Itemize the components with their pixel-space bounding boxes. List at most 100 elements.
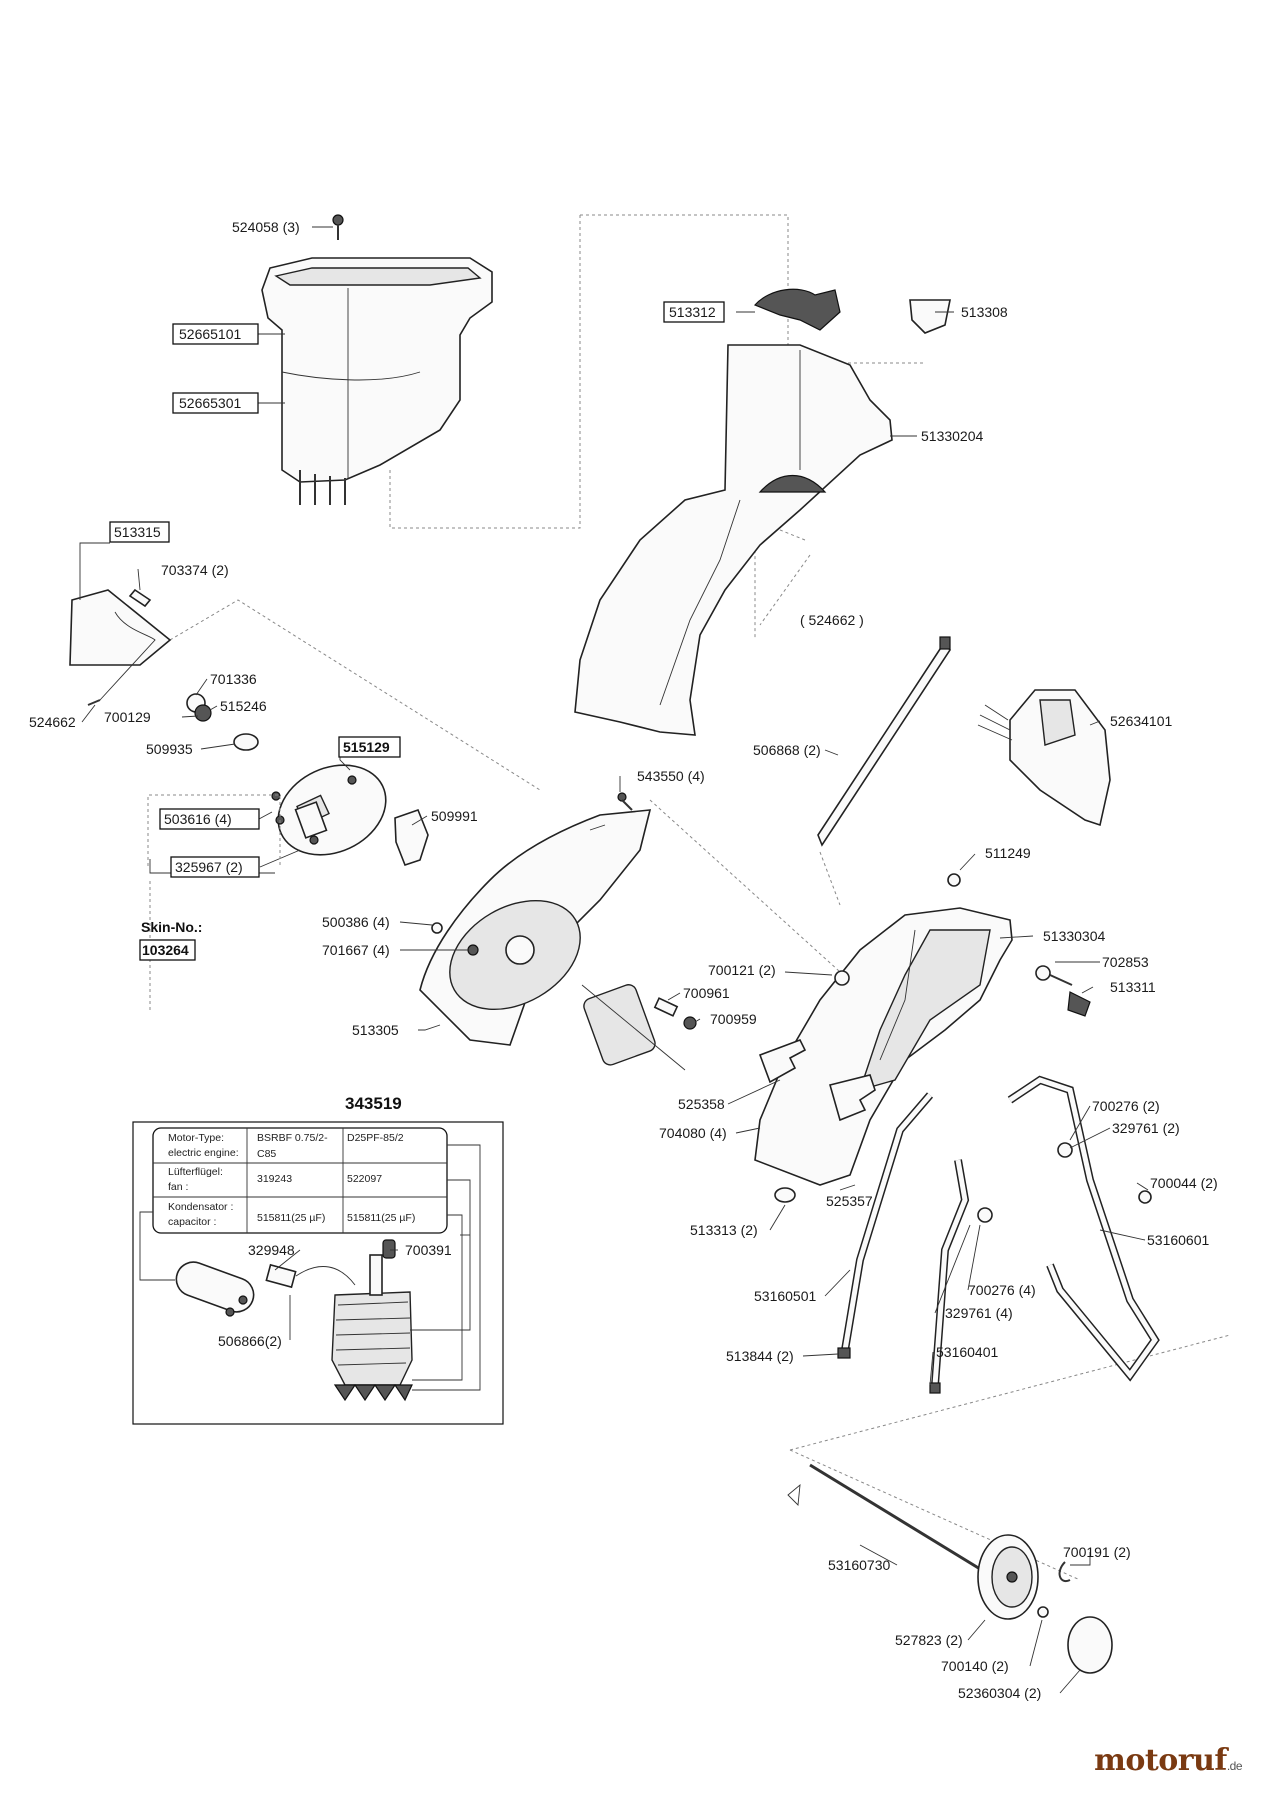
label-325967: 325967 (2)	[175, 859, 243, 875]
label-329948: 329948	[248, 1242, 295, 1258]
clip-700191-part	[1058, 1561, 1071, 1583]
housing-513305-part	[419, 809, 652, 1046]
label-700391: 700391	[405, 1242, 452, 1258]
brand-name: motoruf	[1094, 1743, 1227, 1778]
motor-type-label-en: electric engine:	[168, 1147, 239, 1159]
label-52665301: 52665301	[179, 395, 242, 411]
label-543550: 543550 (4)	[637, 768, 705, 784]
motor-stator-part	[331, 1254, 413, 1402]
nut-700121-part	[834, 970, 850, 986]
label-700959: 700959	[710, 1011, 757, 1027]
capacitor-label: Kondensator :	[168, 1201, 233, 1213]
nut-700959-part	[683, 1016, 697, 1030]
fan-700391-part	[382, 1239, 396, 1259]
motor-type-value-1b: C85	[257, 1148, 276, 1160]
label-52665101: 52665101	[179, 326, 242, 342]
flap-513312-part	[753, 288, 841, 331]
motor-box-connectors	[139, 1144, 481, 1391]
label-51330204: 51330204	[921, 428, 984, 444]
label-700044: 700044 (2)	[1150, 1175, 1218, 1191]
label-524662: 524662	[29, 714, 76, 730]
label-700129: 700129	[104, 709, 151, 725]
screw-500386-part	[431, 922, 443, 934]
label-702853: 702853	[1102, 954, 1149, 970]
label-700191: 700191 (2)	[1063, 1544, 1131, 1560]
label-frames	[109, 301, 725, 961]
label-525358: 525358	[678, 1096, 725, 1112]
clip-513308-part	[909, 299, 951, 334]
brand-tld: .de	[1226, 1759, 1243, 1773]
label-503616: 503616 (4)	[164, 811, 232, 827]
cable-506868-part	[817, 636, 951, 906]
motor-type-value-1a: BSRBF 0.75/2-	[257, 1132, 328, 1144]
knob-513311-part	[1035, 965, 1091, 1017]
frame-legs-part	[837, 1075, 1160, 1394]
label-513315: 513315	[114, 524, 161, 540]
label-513308: 513308	[961, 304, 1008, 320]
label-513844: 513844 (2)	[726, 1348, 794, 1364]
wheel-527823-part	[977, 1534, 1039, 1620]
label-701336: 701336	[210, 671, 257, 687]
motor-type-value-2: D25PF-85/2	[347, 1132, 404, 1144]
label-513312: 513312	[669, 304, 716, 320]
label-524662-paren: ( 524662 )	[800, 612, 864, 628]
capacitor-part	[175, 1261, 255, 1317]
terminal-329948-part	[265, 1263, 356, 1289]
label-700121: 700121 (2)	[708, 962, 776, 978]
label-513313: 513313 (2)	[690, 1222, 758, 1238]
label-515246: 515246	[220, 698, 267, 714]
label-700276b: 700276 (4)	[968, 1282, 1036, 1298]
hubcap-52360304-part	[1067, 1616, 1113, 1674]
label-506868: 506868 (2)	[753, 742, 821, 758]
label-525357: 525357	[826, 1193, 873, 1209]
axle-53160730-part	[787, 1463, 986, 1574]
blade-disc-part	[277, 764, 387, 856]
capacitor-label-en: capacitor :	[168, 1216, 216, 1228]
label-704080: 704080 (4)	[659, 1125, 727, 1141]
hopper-cover-pins	[299, 470, 346, 505]
screw-543550-part	[617, 792, 633, 811]
washer-509935-part	[233, 733, 259, 751]
label-53160601: 53160601	[1147, 1232, 1210, 1248]
nut-511249-part	[947, 873, 961, 887]
label-53160730: 53160730	[828, 1557, 891, 1573]
label-skin-no: Skin-No.:	[141, 919, 202, 935]
feed-chute-part	[574, 344, 893, 736]
fan-label-en: fan :	[168, 1181, 188, 1193]
main-body-part	[754, 907, 1013, 1186]
label-500386: 500386 (4)	[322, 914, 390, 930]
nut-700276-part	[977, 1142, 1073, 1223]
label-513305: 513305	[352, 1022, 399, 1038]
label-513311: 513311	[1110, 979, 1156, 995]
motor-type-label: Motor-Type:	[168, 1132, 224, 1144]
screw-703374-part	[128, 588, 152, 608]
nut-509991-part	[394, 808, 429, 866]
washer-700140-part	[1037, 1606, 1049, 1618]
label-700276a: 700276 (2)	[1092, 1098, 1160, 1114]
screw-700961-part	[653, 997, 679, 1017]
label-701667: 701667 (4)	[322, 942, 390, 958]
label-527823: 527823 (2)	[895, 1632, 963, 1648]
foot-513313-part	[774, 1187, 796, 1203]
label-343519: 343519	[345, 1094, 402, 1113]
switch-box-part	[977, 689, 1111, 827]
fan-value-2: 522097	[347, 1173, 382, 1185]
label-103264: 103264	[142, 942, 189, 958]
label-53160501: 53160501	[754, 1288, 817, 1304]
label-515129: 515129	[343, 739, 390, 755]
label-509991: 509991	[431, 808, 478, 824]
screw-700044-part	[1138, 1190, 1152, 1204]
label-511249: 511249	[985, 845, 1031, 861]
label-52360304: 52360304 (2)	[958, 1685, 1041, 1701]
label-53160401: 53160401	[936, 1344, 999, 1360]
fan-value-1: 319243	[257, 1173, 292, 1185]
label-329761a: 329761 (2)	[1112, 1120, 1180, 1136]
leader-lines	[79, 226, 1149, 1694]
label-700961: 700961	[683, 985, 730, 1001]
motor-kit-box	[132, 1121, 504, 1425]
knife-drum-part	[581, 984, 686, 1071]
hopper-cover-part	[261, 257, 493, 505]
label-700140: 700140 (2)	[941, 1658, 1009, 1674]
motoruf-logo: motoruf.de	[1094, 1743, 1242, 1778]
